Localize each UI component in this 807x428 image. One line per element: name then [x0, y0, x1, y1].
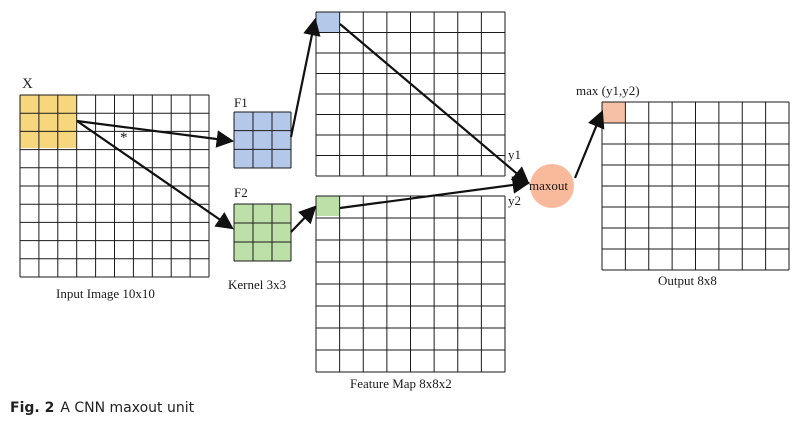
label-f2: F2	[234, 185, 248, 200]
arrows	[76, 17, 605, 233]
cnn-maxout-diagram: X * F1 F2 y1 y2 maxout max (y1,y2) Input…	[19, 11, 790, 391]
arrow-input-to-f1	[76, 119, 235, 148]
label-convolution-star: *	[120, 130, 128, 146]
kernel-f2-gridlines	[233, 203, 292, 262]
arrow-f2-to-feature-2	[290, 205, 317, 233]
kernel-f1-grid	[233, 111, 292, 169]
figure-number: Fig. 2	[10, 400, 55, 416]
feature-map-2-highlight	[316, 196, 340, 216]
feature-map-1-grid	[315, 11, 506, 177]
figure-title: A CNN maxout unit	[60, 400, 195, 416]
kernel-f1-fill	[234, 112, 291, 168]
label-x: X	[22, 76, 33, 92]
arrow-input-to-f2	[76, 120, 234, 230]
figure-caption: Fig. 2 A CNN maxout unit	[10, 400, 194, 416]
caption-output: Output 8x8	[658, 273, 717, 288]
arrow-feature-2-to-maxout	[339, 176, 531, 210]
feature-map-2-gridlines	[315, 195, 506, 373]
label-f1: F1	[234, 95, 248, 110]
output-gridlines	[601, 101, 790, 271]
input-image-grid	[19, 94, 210, 278]
kernel-f2-fill	[234, 204, 291, 261]
maxout-node	[530, 164, 574, 208]
label-y2: y2	[508, 193, 521, 208]
arrow-f1-to-feature-1	[289, 17, 321, 138]
label-maxout: maxout	[529, 178, 568, 193]
caption-kernel: Kernel 3x3	[228, 277, 286, 292]
arrow-feature-1-to-maxout	[339, 23, 530, 185]
input-image-highlight	[20, 95, 77, 148]
label-y1: y1	[508, 147, 521, 162]
caption-feature-map: Feature Map 8x8x2	[350, 376, 452, 391]
feature-map-1-highlight	[316, 12, 340, 32]
caption-input-image: Input Image 10x10	[56, 286, 155, 301]
arrow-maxout-to-output	[573, 109, 605, 179]
output-highlight	[602, 102, 625, 123]
feature-map-2-grid	[315, 195, 506, 373]
feature-map-1-gridlines	[315, 11, 506, 177]
kernel-f2-grid	[233, 203, 292, 262]
output-grid	[601, 101, 790, 271]
kernel-f1-gridlines	[233, 111, 292, 169]
label-max-y1-y2: max (y1,y2)	[576, 83, 640, 98]
